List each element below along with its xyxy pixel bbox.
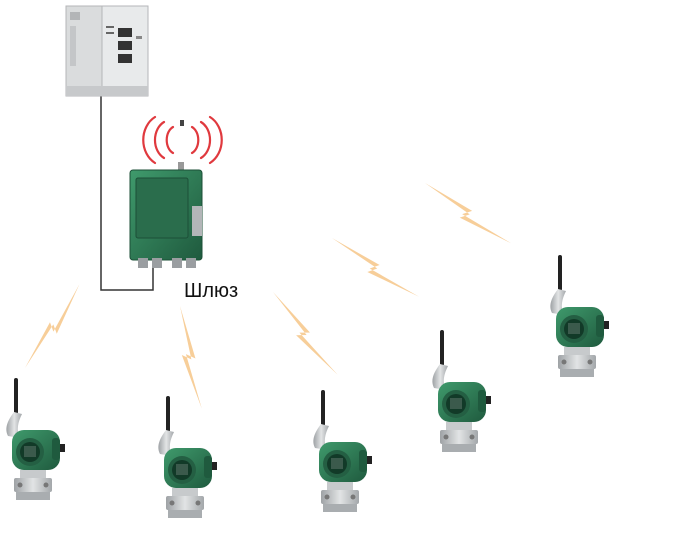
wireless-link [266,289,341,380]
wireless-gateway-icon [129,162,203,268]
wireless-link [327,234,422,304]
wireless-transmitter-icon [432,330,491,452]
wireless-transmitter-icon [550,255,609,377]
wireless-transmitter-icon [6,378,65,500]
wireless-transmitter-icon [313,390,372,512]
wireless-link [420,179,514,251]
gateway-label: Шлюз [184,280,239,302]
radio-signal-icon [142,115,223,165]
wireless-link [171,305,206,411]
controller-cable [100,96,154,291]
plc-controller-icon [65,5,149,97]
wireless-transmitter-icon [158,396,217,518]
wireless-link [21,281,87,373]
